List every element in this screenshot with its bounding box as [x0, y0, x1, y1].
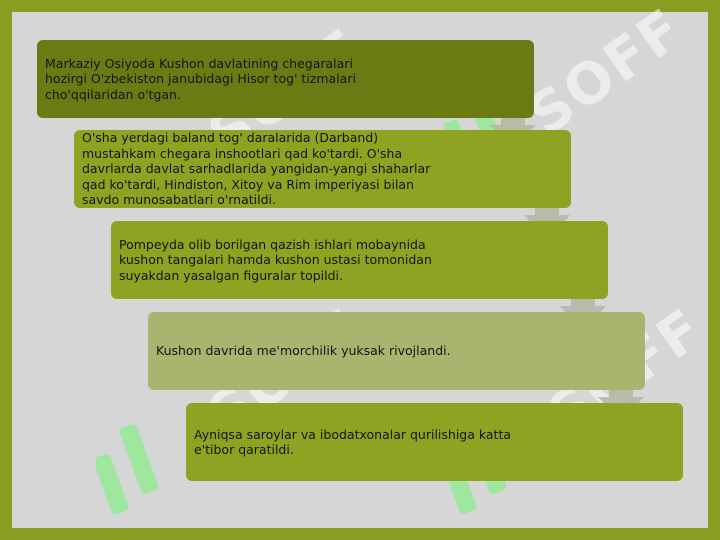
step-text: Markaziy Osiyoda Kushon davlatining cheg…	[45, 55, 356, 102]
process-step-5: Ayniqsa saroylar va ibodatxonalar qurili…	[186, 403, 683, 481]
process-step-4: Kushon davrida me'morchilik yuksak rivoj…	[148, 312, 645, 390]
process-step-1: Markaziy Osiyoda Kushon davlatining cheg…	[37, 40, 534, 118]
process-step-3: Pompeyda olib borilgan qazish ishlari mo…	[111, 221, 608, 299]
step-text: Ayniqsa saroylar va ibodatxonalar qurili…	[194, 426, 512, 458]
step-text: Kushon davrida me'morchilik yuksak rivoj…	[156, 343, 451, 359]
process-step-2: O'sha yerdagi baland tog' daralarida (Da…	[74, 130, 571, 208]
step-text: Pompeyda olib borilgan qazish ishlari mo…	[119, 236, 432, 283]
step-text: O'sha yerdagi baland tog' daralarida (Da…	[82, 130, 431, 208]
